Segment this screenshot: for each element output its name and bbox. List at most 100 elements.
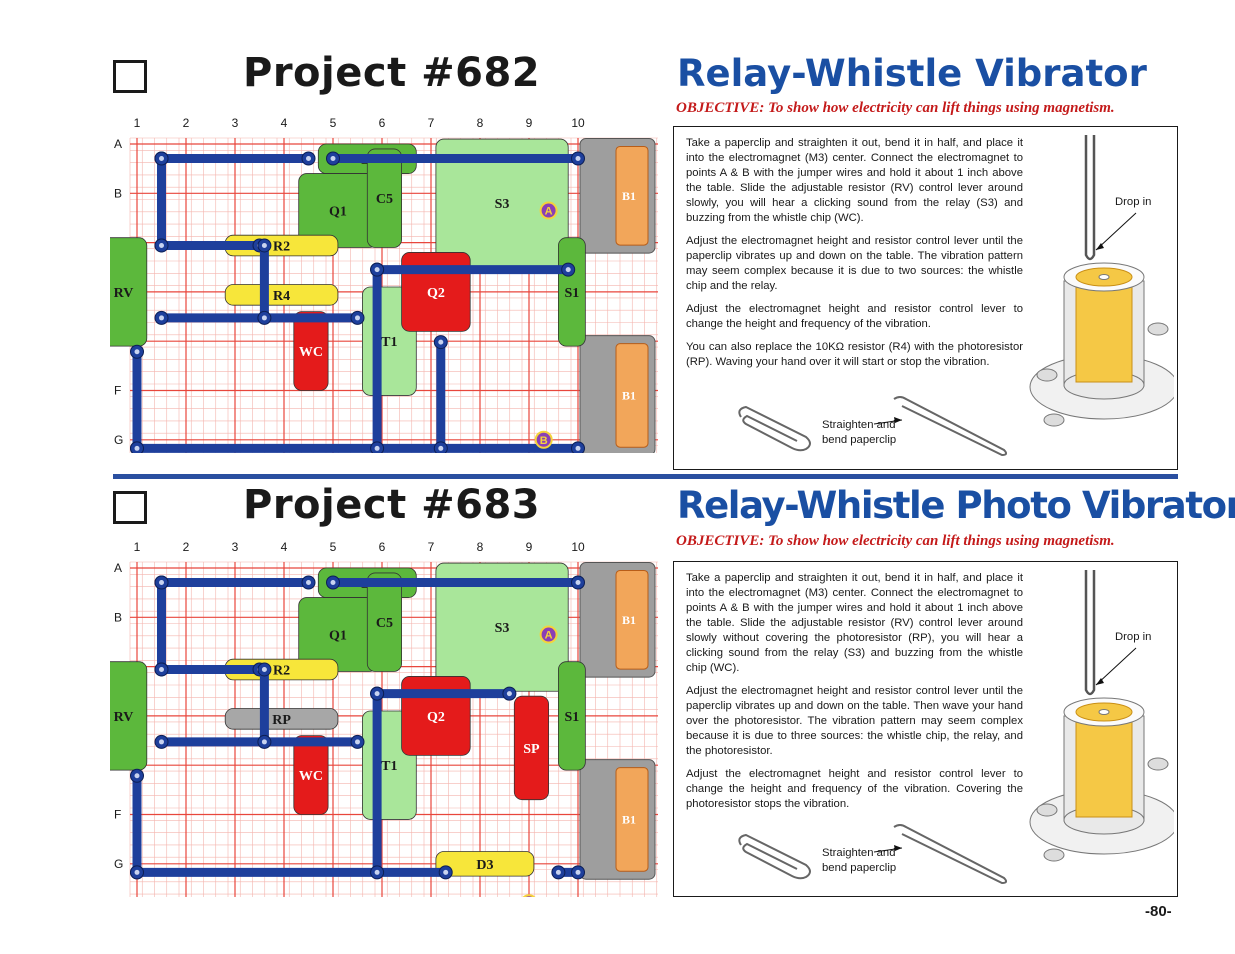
grid-column-label: 6 xyxy=(379,540,386,554)
component-label: Q1 xyxy=(329,629,347,644)
grid-row-label: F xyxy=(114,808,121,822)
terminal-a xyxy=(539,625,558,644)
project-683-title: Relay-Whistle Photo Vibrator xyxy=(677,484,1235,527)
component-label: RV xyxy=(114,286,134,301)
battery-cell xyxy=(615,343,649,448)
grid-column-label: 10 xyxy=(571,116,585,130)
snap-connector-center xyxy=(374,267,380,273)
grid-row-label: B xyxy=(114,610,122,624)
paperclip-label-line1: Straighten and xyxy=(822,419,896,431)
snap-connector-center xyxy=(575,445,581,451)
component-rp xyxy=(224,708,339,730)
snap-connector-center xyxy=(159,579,164,585)
grid-column-label: 3 xyxy=(232,540,239,554)
straight-clip-icon xyxy=(1084,135,1096,261)
component-label: Q2 xyxy=(427,710,445,725)
component-wc xyxy=(293,311,329,391)
snap-connector-center xyxy=(575,869,581,875)
grid-row-label: G xyxy=(114,433,123,447)
snap-connector-center xyxy=(443,869,449,875)
grid-column-label: 5 xyxy=(330,540,337,554)
component-label: S1 xyxy=(564,286,579,301)
paragraph: Adjust the electromagnet height and resi… xyxy=(686,303,1023,330)
snap-connector-center xyxy=(261,242,267,248)
battery-cell xyxy=(615,145,649,246)
component-label: S3 xyxy=(495,621,510,636)
snap-connector-center xyxy=(159,242,164,248)
grid-column-label: 8 xyxy=(477,540,484,554)
component-wc xyxy=(293,735,329,815)
component-label: C5 xyxy=(376,192,393,207)
grid-column-label: 7 xyxy=(428,540,435,554)
paragraph: Adjust the electromagnet height and resi… xyxy=(686,235,1023,292)
snap-connector-center xyxy=(134,445,140,451)
component-label: T1 xyxy=(381,335,397,350)
paperclip-icon xyxy=(738,396,1008,457)
grid-row-label: A xyxy=(114,561,122,575)
paperclip-icon xyxy=(738,824,1008,885)
terminal-label: A xyxy=(545,206,553,218)
grid-column-label: 8 xyxy=(477,116,484,130)
terminal-label: B xyxy=(540,435,548,447)
battery-cell xyxy=(615,767,649,872)
component-label: S1 xyxy=(564,710,579,725)
grid-row-label: F xyxy=(114,384,121,398)
snap-connector-center xyxy=(575,579,581,585)
drop-in-label: Drop in xyxy=(1115,631,1152,643)
component-rv xyxy=(110,661,148,771)
grid-column-label: 1 xyxy=(134,540,141,554)
project-682-instructions: Take a paperclip and straighten it out, … xyxy=(686,136,1023,378)
component-sp xyxy=(513,695,549,801)
snap-connector-center xyxy=(159,739,164,745)
component-label: D3 xyxy=(476,858,493,873)
page-number: -80- xyxy=(1145,903,1172,920)
snap-connector-center xyxy=(330,579,336,585)
paragraph: Take a paperclip and straighten it out, … xyxy=(686,137,1023,224)
snap-connector-center xyxy=(330,155,336,161)
project-683-number: Project #683 xyxy=(243,482,541,528)
grid-row-label: A xyxy=(114,137,122,151)
grid-row-label: G xyxy=(114,857,123,871)
snap-connector-center xyxy=(355,315,360,321)
snap-connector-center xyxy=(134,349,140,355)
section-divider xyxy=(113,474,1178,479)
project-683-instructions-box: Take a paperclip and straighten it out, … xyxy=(673,561,1178,897)
snap-connector-center xyxy=(374,869,380,875)
terminal-label: A xyxy=(545,630,553,642)
electromagnet-icon xyxy=(1029,570,1174,862)
project-682-objective: OBJECTIVE: To show how electricity can l… xyxy=(676,100,1115,116)
component-label: WC xyxy=(299,769,323,784)
paragraph: Adjust the electromagnet height and resi… xyxy=(686,768,1023,810)
grid-column-label: 1 xyxy=(134,116,141,130)
straight-clip-icon xyxy=(1084,570,1096,696)
component-label: R2 xyxy=(273,664,290,679)
project-683-checkbox[interactable] xyxy=(113,491,147,524)
grid-column-label: 6 xyxy=(379,116,386,130)
grid-column-label: 9 xyxy=(526,116,533,130)
component-label: SP xyxy=(523,742,540,757)
project-683-circuit-diagram: 12345678910ABCDEFGB1B1C4Q1C5S3RVR2RPWCT1… xyxy=(110,537,658,897)
component-label: RP xyxy=(272,713,291,728)
snap-connector-center xyxy=(159,155,164,161)
battery-label: B1 xyxy=(622,613,636,627)
paragraph: Adjust the electromagnet height and resi… xyxy=(686,685,1023,757)
grid-column-label: 2 xyxy=(183,116,190,130)
paperclip-label-line2: bend paperclip xyxy=(822,862,897,874)
battery-label: B1 xyxy=(622,189,636,203)
drop-in-label: Drop in xyxy=(1115,196,1152,208)
snap-connector-center xyxy=(565,267,571,273)
component-rv xyxy=(110,237,148,347)
snap-connector-center xyxy=(355,739,360,745)
snap-connector-center xyxy=(306,155,311,161)
component-label: Q1 xyxy=(329,205,347,220)
paperclip-label-line1: Straighten and xyxy=(822,847,896,859)
grid-column-label: 4 xyxy=(281,540,288,554)
project-682-title: Relay-Whistle Vibrator xyxy=(677,52,1147,95)
paperclip-label-line2: bend paperclip xyxy=(822,434,897,446)
snap-connector-center xyxy=(374,445,380,451)
component-label: RV xyxy=(114,710,134,725)
project-682-checkbox[interactable] xyxy=(113,60,147,93)
terminal-b xyxy=(534,430,553,449)
component-r4 xyxy=(224,284,339,306)
paragraph: You can also replace the 10KΩ resistor (… xyxy=(686,341,1023,368)
